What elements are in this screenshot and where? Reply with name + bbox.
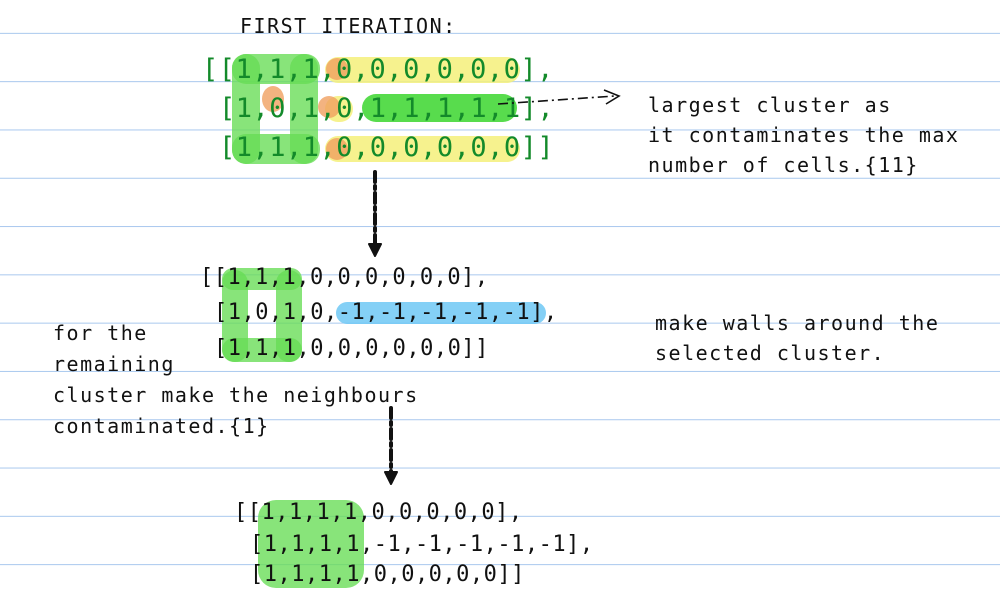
orange-dot-1 <box>326 58 348 80</box>
matrix-2-row-1: [[1,1,1,0,0,0,0,0,0], <box>200 265 489 290</box>
note-remaining-cluster: for the remaining cluster make the neigh… <box>53 321 419 438</box>
down-arrow-icon-1 <box>368 170 382 257</box>
note-make-walls: make walls around the selected cluster. <box>655 311 940 365</box>
yellow-highlight-row3-zeros <box>325 136 520 162</box>
pointer-arrow-icon <box>497 89 621 105</box>
blue-highlight-walls <box>336 302 546 324</box>
orange-dot-4 <box>326 138 348 160</box>
green-highlight-m2-bottom <box>222 338 302 362</box>
matrix-1-row-1: [[1,1,1,0,0,0,0,0,0], <box>202 54 554 85</box>
orange-dot-2 <box>262 86 284 112</box>
matrix-1-row-2: [1,0,1,0,1,1,1,1,1], <box>219 93 555 124</box>
green-highlight-cluster-right <box>362 94 517 122</box>
green-highlight-cluster-left-bottom <box>232 134 320 164</box>
down-arrow-icon-2 <box>384 406 398 485</box>
matrix-1-row-3: [1,1,1,0,0,0,0,0,0]] <box>219 132 555 163</box>
green-highlight-m2-top <box>222 268 302 290</box>
yellow-highlight-row1-zeros <box>325 57 520 83</box>
note-largest-cluster: largest cluster as it contaminates the m… <box>648 93 960 177</box>
matrix-3-row-2: [1,1,1,1,-1,-1,-1,-1,-1], <box>250 532 594 557</box>
orange-dot-3 <box>318 96 340 118</box>
matrix-3-row-1: [[1,1,1,1,0,0,0,0,0], <box>234 500 523 525</box>
matrix-2-row-2: [1,0,1,0,-1,-1,-1,-1,-1], <box>214 300 558 325</box>
iteration-title: FIRST ITERATION: <box>240 14 457 38</box>
matrix-3-row-3: [1,1,1,1,0,0,0,0,0]] <box>250 562 525 587</box>
green-highlight-m3-cluster <box>258 500 364 588</box>
matrix-2-row-3: [1,1,1,0,0,0,0,0,0]] <box>214 336 489 361</box>
